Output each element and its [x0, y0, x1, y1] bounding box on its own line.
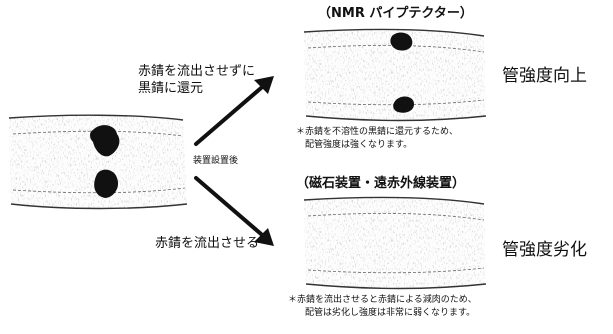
magnet-process-label: 赤錆を流出させる [155, 236, 260, 251]
nmr-process-line1: 赤錆を流出させずに [138, 64, 256, 79]
arrow-up-right [194, 76, 274, 146]
after-install-label: 装置設置後 [193, 156, 239, 166]
nmr-process-line2: 黒錆に還元 [138, 81, 204, 96]
black-rust-top [390, 32, 413, 51]
arrow-down-right [194, 176, 274, 246]
nmr-heading: （NMR パイプテクター） [318, 6, 473, 21]
nmr-note-line2: 配管強度は強くなります。 [305, 140, 413, 150]
pipe-before-diagram [8, 114, 188, 210]
rust-blob-top [90, 125, 120, 157]
nmr-result-label: 管強度向上 [502, 66, 587, 86]
magnet-result-label: 管強度劣化 [502, 240, 587, 260]
pipe-nmr-diagram [303, 28, 487, 122]
rust-blob-bottom [94, 169, 119, 198]
nmr-note-line1: ＊赤錆を不溶性の黒錆に還元するため、 [296, 127, 459, 137]
magnet-heading: （磁石装置・遠赤外線装置） [296, 176, 466, 191]
magnet-note-line2: 配管は劣化し強度は非常に弱くなります。 [305, 308, 476, 318]
pipe-magnet-diagram [303, 196, 487, 290]
magnet-note-line1: ＊赤錆を流出させると赤錆による減肉のため、 [288, 295, 477, 305]
black-rust-bottom [393, 96, 414, 113]
